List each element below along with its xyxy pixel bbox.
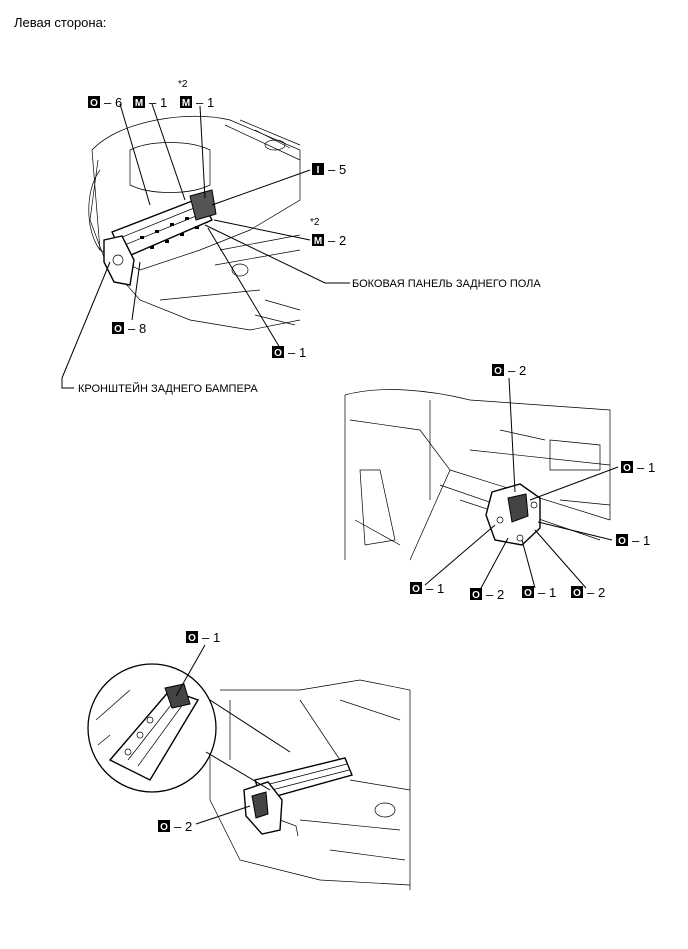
callout-v1-m1-note: *2 M –1 [178, 79, 214, 110]
svg-text:–: – [128, 321, 136, 336]
view3-illustration [209, 679, 411, 890]
callout-v2-o1-left: O –1 [410, 581, 444, 596]
svg-text:–: – [104, 95, 112, 110]
view1-illustration [88, 115, 301, 331]
svg-text:O: O [618, 536, 626, 547]
svg-text:2: 2 [339, 233, 346, 248]
svg-text:–: – [587, 585, 595, 600]
svg-text:O: O [188, 633, 196, 644]
callout-v2-o2-top: O –2 [492, 363, 526, 378]
svg-text:M: M [135, 98, 143, 109]
view3-magnified-inset [87, 663, 291, 793]
callout-v2-o1-bottom: O –1 [522, 585, 556, 600]
svg-text:1: 1 [299, 345, 306, 360]
callout-v1-o6: O –6 [88, 95, 122, 110]
svg-text:O: O [412, 584, 420, 595]
svg-text:–: – [538, 585, 546, 600]
svg-text:1: 1 [213, 630, 220, 645]
callout-v3-o2: O –2 [158, 819, 192, 834]
callout-v1-m2-note: *2 M –2 [310, 217, 346, 248]
svg-text:I: I [317, 165, 320, 176]
callout-v1-o1: O –1 [272, 345, 306, 360]
svg-text:M: M [314, 236, 322, 247]
svg-text:*2: *2 [178, 79, 188, 90]
svg-text:O: O [472, 590, 480, 601]
svg-text:5: 5 [339, 162, 346, 177]
svg-text:O: O [90, 98, 98, 109]
svg-text:–: – [288, 345, 296, 360]
label-bumper-bracket: КРОНШТЕЙН ЗАДНЕГО БАМПЕРА [78, 382, 258, 395]
svg-text:1: 1 [160, 95, 167, 110]
svg-text:–: – [149, 95, 157, 110]
svg-text:1: 1 [648, 460, 655, 475]
callout-v3-o1: O –1 [186, 630, 220, 645]
view2-leaders [424, 377, 619, 591]
svg-text:–: – [426, 581, 434, 596]
svg-text:2: 2 [598, 585, 605, 600]
svg-text:2: 2 [185, 819, 192, 834]
svg-text:8: 8 [139, 321, 146, 336]
callout-v2-o2-bottom-left: O –2 [470, 587, 504, 602]
svg-text:O: O [573, 588, 581, 599]
svg-text:1: 1 [437, 581, 444, 596]
callout-v2-o2-bottom-right: O –2 [571, 585, 605, 600]
callout-v1-o8: O –8 [112, 321, 146, 336]
callout-v1-i5: I –5 [312, 162, 346, 177]
svg-text:O: O [160, 822, 168, 833]
svg-text:–: – [202, 630, 210, 645]
svg-text:–: – [632, 533, 640, 548]
svg-text:1: 1 [207, 95, 214, 110]
callout-v2-o1-right-bottom: O –1 [616, 533, 650, 548]
svg-text:–: – [508, 363, 516, 378]
view1-leaders [61, 103, 350, 389]
svg-text:–: – [637, 460, 645, 475]
svg-text:2: 2 [497, 587, 504, 602]
svg-text:O: O [494, 366, 502, 377]
svg-text:O: O [623, 463, 631, 474]
svg-text:6: 6 [115, 95, 122, 110]
view3-leaders [175, 644, 251, 825]
svg-text:–: – [328, 233, 336, 248]
svg-text:–: – [174, 819, 182, 834]
svg-text:–: – [486, 587, 494, 602]
svg-text:O: O [524, 588, 532, 599]
page-title: Левая сторона: [14, 15, 107, 30]
svg-text:2: 2 [519, 363, 526, 378]
svg-text:–: – [328, 162, 336, 177]
callout-v2-o1-right-top: O –1 [621, 460, 655, 475]
svg-text:O: O [274, 348, 282, 359]
svg-text:M: M [182, 98, 190, 109]
svg-text:O: O [114, 324, 122, 335]
svg-text:*2: *2 [310, 217, 320, 228]
svg-text:–: – [196, 95, 204, 110]
callout-v1-m1: M –1 [133, 95, 167, 110]
svg-text:1: 1 [643, 533, 650, 548]
svg-text:1: 1 [549, 585, 556, 600]
label-floor-side-panel: БОКОВАЯ ПАНЕЛЬ ЗАДНЕГО ПОЛА [352, 278, 541, 290]
view2-illustration [344, 389, 611, 561]
